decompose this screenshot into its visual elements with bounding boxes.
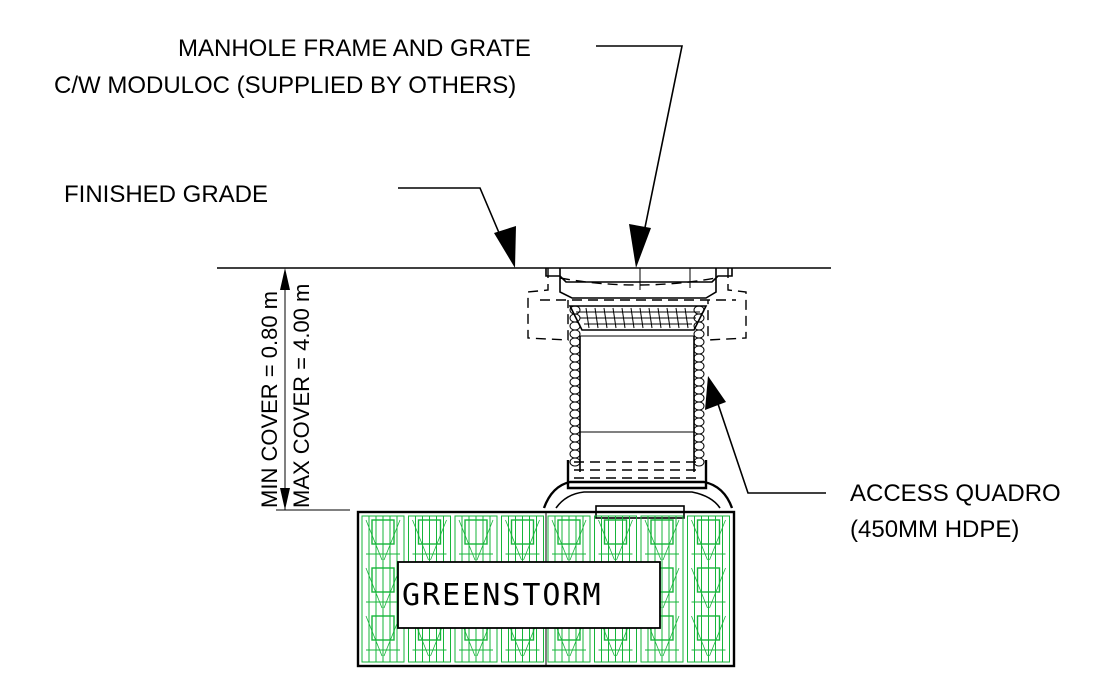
manhole-label-line2: C/W MODULOC (SUPPLIED BY OTHERS) [54,72,516,99]
max-cover-label: MAX COVER = 4.00 m [289,284,314,508]
tank-brand-label: GREENSTORM [402,578,603,613]
access-leader [705,376,826,494]
finished-grade-arrowhead [494,226,516,268]
manhole-label-line1: MANHOLE FRAME AND GRATE [178,35,531,62]
access-label-line2: (450MM HDPE) [850,516,1019,543]
access-label-line1: ACCESS QUADRO [850,480,1061,507]
cover-dimension [276,268,350,511]
finished-grade-label: FINISHED GRADE [64,181,268,208]
manhole-frame [527,268,747,341]
access-arrowhead [705,376,726,410]
manhole-leader [596,45,683,268]
greenstorm-tank: GREENSTORM [356,510,736,668]
riser-pipe [569,305,705,472]
min-cover-label: MIN COVER = 0.80 m [257,291,282,508]
finished-grade-leader [398,187,516,268]
riser-adapter [542,460,734,519]
grate-cone [568,305,708,331]
tank-label-box [397,561,661,629]
manhole-arrowhead [629,224,651,268]
